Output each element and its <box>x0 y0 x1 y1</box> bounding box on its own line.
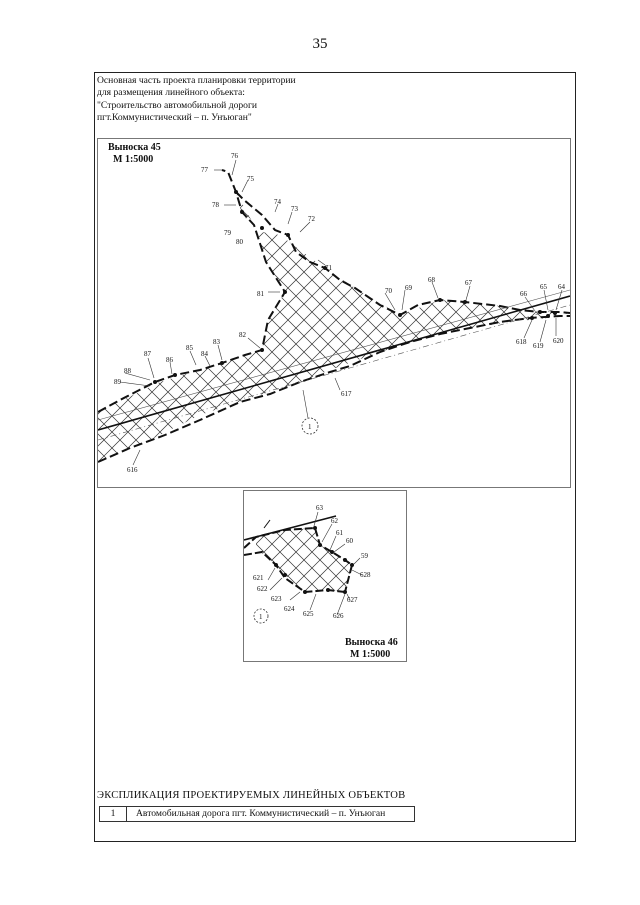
point-label: 86 <box>166 356 174 364</box>
point-label: 89 <box>114 378 122 386</box>
point-label: 621 <box>253 574 264 582</box>
sheet-frame <box>94 72 576 842</box>
boundary-upper <box>98 169 287 413</box>
road-edge-46 <box>263 519 271 529</box>
inset-46-frame <box>243 490 407 662</box>
point-label: 80 <box>236 238 244 246</box>
header-line: для размещения линейного объекта: <box>97 87 245 99</box>
point-label: 617 <box>341 390 352 398</box>
point-label: 75 <box>247 175 255 183</box>
road-axis <box>98 295 570 431</box>
object-marker-45 <box>301 417 319 435</box>
point-label: 77 <box>201 166 209 174</box>
header-line: Основная часть проекта планировки террит… <box>97 75 296 86</box>
point-label: 69 <box>405 284 413 292</box>
point-label: 84 <box>201 350 209 358</box>
point-label: 60 <box>346 537 354 545</box>
point-label: 76 <box>231 152 239 160</box>
point-label: 81 <box>257 290 265 298</box>
object-marker-46 <box>253 608 269 624</box>
header-block: Основная часть проекта планировки террит… <box>97 75 296 125</box>
point-label: 74 <box>274 198 282 206</box>
point-label: 73 <box>291 205 299 213</box>
point-label: 59 <box>361 552 369 560</box>
point-label: 66 <box>520 290 528 298</box>
point-label: 88 <box>124 367 132 375</box>
point-label: 620 <box>553 337 564 345</box>
point-label: 619 <box>533 342 544 350</box>
point-labels-45: 76 77 75 78 74 73 72 79 80 71 81 70 69 6… <box>114 152 566 474</box>
point-label: 78 <box>212 201 220 209</box>
point-label: 87 <box>144 350 152 358</box>
inset-45-map <box>98 159 570 466</box>
point-label: 625 <box>303 610 314 618</box>
point-label: 616 <box>127 466 138 474</box>
point-label: 623 <box>271 595 282 603</box>
point-label: 627 <box>347 596 358 604</box>
point-label: 85 <box>186 344 194 352</box>
point-label: 79 <box>224 229 232 237</box>
point-label: 61 <box>336 529 344 537</box>
point-label: 65 <box>540 283 548 291</box>
page-number: 35 <box>312 36 328 52</box>
point-label: 628 <box>360 571 371 579</box>
point-label: 618 <box>516 338 527 346</box>
header-line: "Строительство автомобильной дороги <box>97 99 258 111</box>
road-axis-46 <box>244 515 337 541</box>
boundary-lower <box>98 315 570 463</box>
point-label: 83 <box>213 338 221 346</box>
legend-text: Автомобильная дорога пгт. Коммунистическ… <box>136 808 386 819</box>
legend-title: ЭКСПЛИКАЦИЯ ПРОЕКТИРУЕМЫХ ЛИНЕЙНЫХ ОБЪЕК… <box>97 790 406 801</box>
point-label: 72 <box>308 215 316 223</box>
inset-45-title: Выноска 45 М 1:5000 <box>108 142 161 166</box>
inset-45-frame <box>97 138 571 488</box>
point-label: 64 <box>558 283 566 291</box>
point-label: 67 <box>465 279 473 287</box>
boundary-branch-right <box>235 191 570 317</box>
inset-46-name: Выноска 46 <box>345 637 398 648</box>
point-label: 70 <box>385 287 393 295</box>
point-label: 82 <box>239 331 247 339</box>
point-label: 62 <box>331 517 339 525</box>
point-label: 68 <box>428 276 436 284</box>
inset-46-map <box>244 511 363 624</box>
hatched-area-46 <box>256 528 352 592</box>
legend-number: 1 <box>100 807 127 821</box>
point-label: 626 <box>333 612 344 620</box>
point-label: 71 <box>325 264 333 272</box>
inset-46-title: Выноска 46 М 1:5000 <box>345 637 398 661</box>
point-labels-46: 63 62 61 60 59 628 621 622 623 624 625 6… <box>253 504 371 621</box>
point-label: 63 <box>316 504 324 512</box>
inset-45-scale: М 1:5000 <box>113 154 154 165</box>
inset-45-name: Выноска 45 <box>108 142 161 153</box>
object-marker-label: 1 <box>259 613 263 621</box>
point-label: 622 <box>257 585 268 593</box>
header-line: пгт.Коммунистический – п. Унъюган" <box>97 112 252 124</box>
road-edge-dashdot <box>98 304 570 441</box>
road-edge-thin <box>98 289 570 421</box>
hatched-area-45 <box>98 192 570 462</box>
point-label: 624 <box>284 605 295 613</box>
inset-46-scale: М 1:5000 <box>350 649 391 660</box>
legend-row: 1 Автомобильная дорога пгт. Коммунистиче… <box>99 806 415 822</box>
object-marker-label: 1 <box>308 423 312 431</box>
